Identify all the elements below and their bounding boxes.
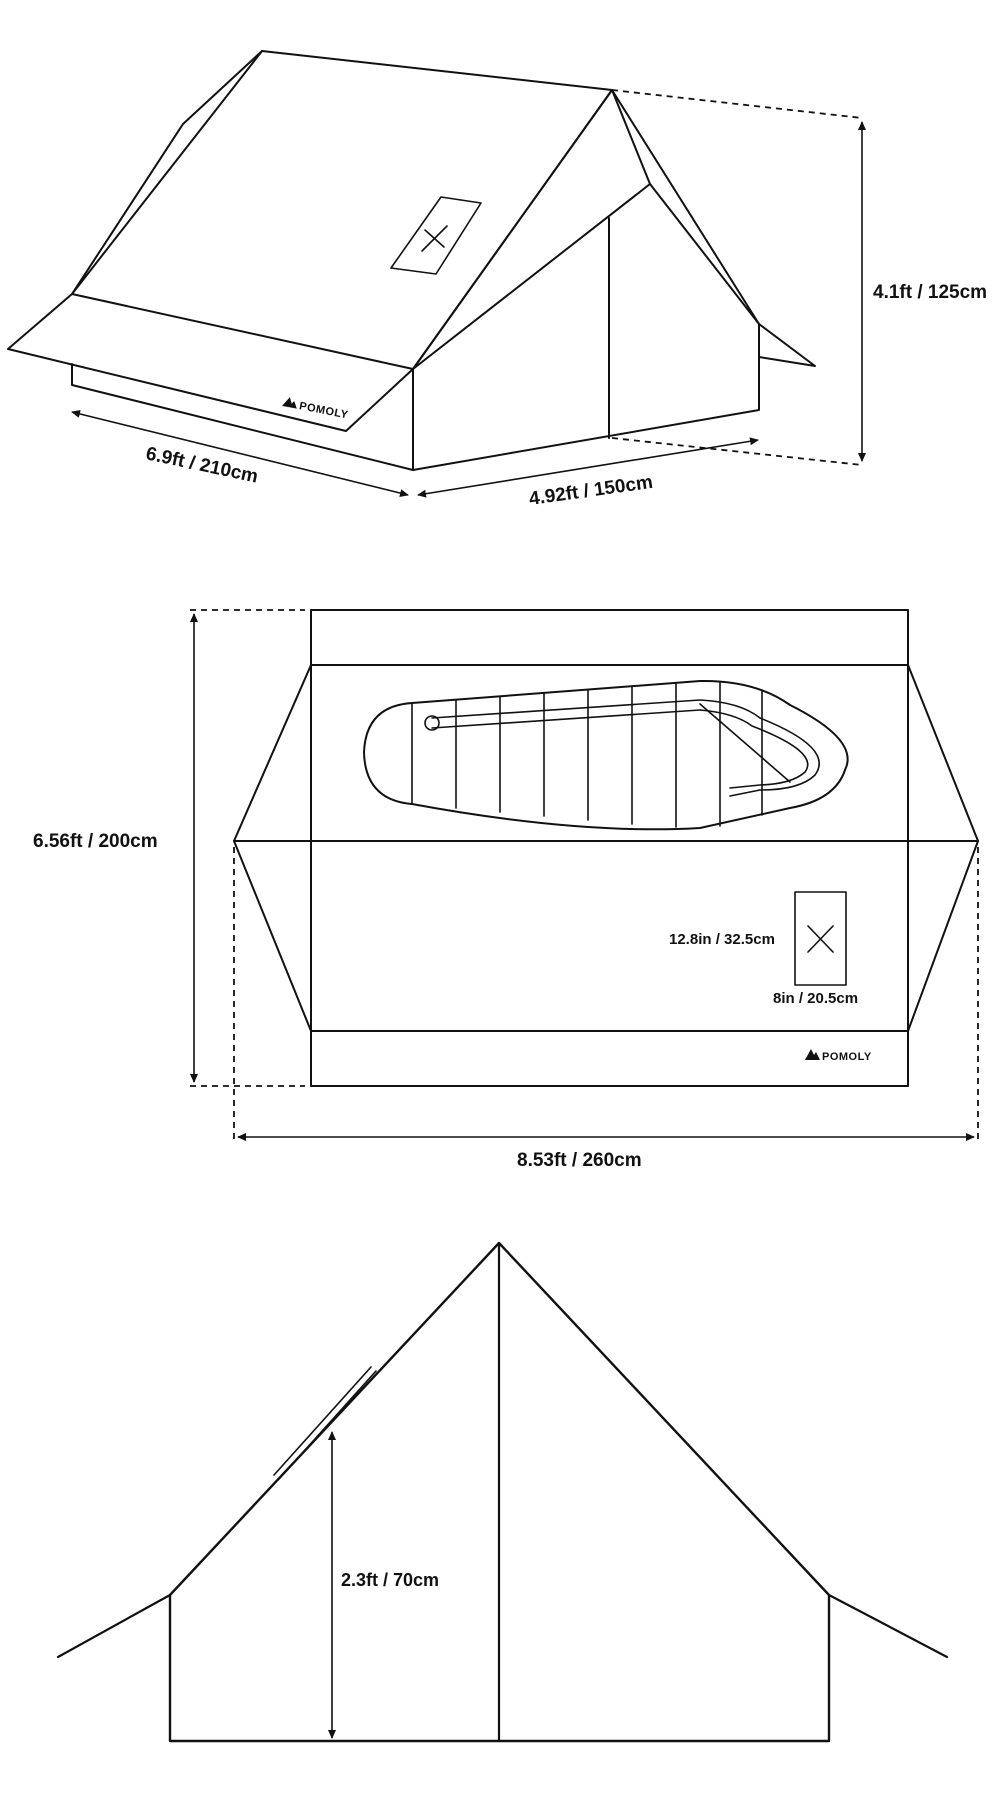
logo-text: POMOLY (822, 1051, 872, 1063)
right-end-flap (907, 664, 979, 1032)
sleeping-bag-icon (363, 679, 849, 831)
pomoly-logo-icon: POMOLY (805, 1049, 872, 1063)
roof-left-panel (71, 50, 613, 370)
length-label: 6.9ft / 210cm (144, 443, 260, 487)
height-guide-top (611, 89, 863, 119)
depth-label: 6.56ft / 200cm (33, 831, 158, 852)
left-eave-flap (7, 293, 414, 432)
height-guide-bottom (611, 437, 863, 466)
width-dimension-line (417, 437, 759, 498)
floor-window (794, 891, 847, 986)
ridge-edge (611, 89, 651, 185)
roof-window (390, 196, 482, 275)
logo-text: POMOLY (298, 400, 349, 421)
width-label: 4.92ft / 150cm (528, 472, 654, 510)
right-guy-line (827, 1593, 949, 1659)
top-view: 12.8in / 32.5cm 8in / 20.5cm POMOLY 6.56… (33, 609, 979, 1171)
front-gable (412, 89, 760, 471)
window-height-label: 12.8in / 32.5cm (669, 931, 775, 948)
wall-height-label: 2.3ft / 70cm (341, 1570, 439, 1590)
door-panel (412, 183, 760, 370)
side-vent (273, 1366, 377, 1480)
total-width-label: 8.53ft / 260cm (517, 1150, 642, 1171)
left-guy-line (56, 1593, 172, 1659)
roof-back-edge (71, 50, 263, 295)
left-end-flap (233, 664, 312, 1032)
length-dimension-line (71, 410, 409, 497)
height-label: 4.1ft / 125cm (873, 282, 987, 303)
front-view: 2.3ft / 70cm (56, 1241, 949, 1743)
perspective-view: POMOLY 4.1ft / 125cm 6.9ft / 210cm 4.92f… (7, 50, 987, 510)
window-width-label: 8in / 20.5cm (773, 990, 858, 1007)
awning-outline (310, 609, 909, 1087)
right-eave-flap (758, 323, 816, 367)
